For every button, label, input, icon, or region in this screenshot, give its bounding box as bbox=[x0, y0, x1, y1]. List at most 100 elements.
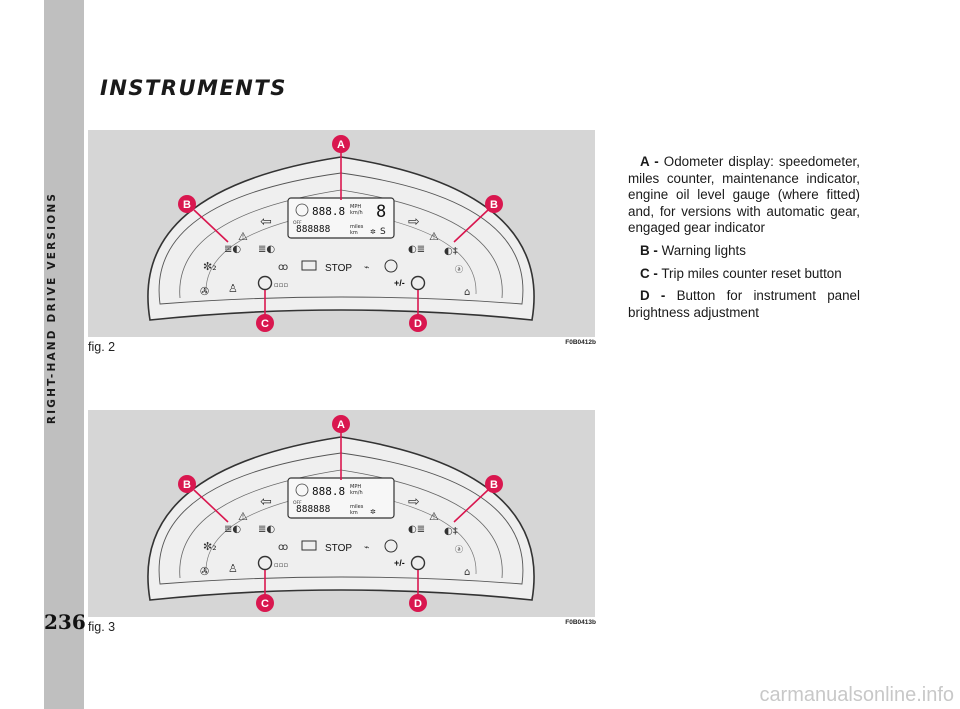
brake-icon bbox=[384, 539, 398, 553]
legend-key: D - bbox=[640, 288, 666, 304]
svg-text:C: C bbox=[261, 318, 269, 330]
brightness-button bbox=[410, 555, 426, 571]
engine-icon: ⌂ bbox=[464, 287, 470, 298]
section-title: INSTRUMENTS bbox=[100, 76, 287, 100]
trip-reset-button bbox=[257, 275, 273, 291]
callout-c: C bbox=[256, 594, 274, 612]
rear-fog-icon: ◐‡ bbox=[444, 526, 458, 537]
figure-2-label: fig. 2 bbox=[88, 340, 116, 354]
lcd-unit-mph: MPH bbox=[350, 204, 361, 210]
side-title-text: RIGHT-HAND DRIVE VERSIONS bbox=[46, 191, 58, 425]
abs-icon: ⓐ bbox=[455, 265, 463, 274]
lcd-unit-miles: miles bbox=[350, 504, 364, 510]
legend-item-c: C - Trip miles counter reset button bbox=[628, 266, 860, 283]
lcd-gauge-icon bbox=[295, 203, 309, 217]
oil-pressure-icon: ⌁ bbox=[364, 543, 369, 553]
main-beam-icon: ≣◐ bbox=[258, 244, 275, 255]
engine-icon: ⌂ bbox=[464, 567, 470, 578]
figure-3-code: F0B0413b bbox=[565, 619, 596, 626]
legend-item-d: D - Button for instrument panel brightne… bbox=[628, 288, 860, 321]
stop-warning: STOP bbox=[325, 263, 352, 274]
lcd-unit-km: km bbox=[350, 510, 358, 516]
watermark: carmanualsonline.info bbox=[759, 684, 954, 706]
dial-inner-rim bbox=[158, 172, 524, 305]
callout-c: C bbox=[256, 314, 274, 332]
figure-2-code: F0B0412b bbox=[565, 339, 596, 346]
legend-text: Warning lights bbox=[661, 242, 746, 258]
brightness-label: +/- bbox=[394, 558, 405, 568]
legend-key: B - bbox=[640, 242, 658, 258]
turn-left-icon: ⇦ bbox=[260, 494, 272, 510]
svg-text:B: B bbox=[183, 199, 191, 211]
svg-text:C: C bbox=[261, 598, 269, 610]
svg-text:B: B bbox=[183, 479, 191, 491]
legend: A - Odometer display: speedometer, miles… bbox=[628, 154, 860, 327]
warning-triangle-icon: ⚠ bbox=[238, 230, 248, 243]
abs-icon: ⓐ bbox=[455, 545, 463, 554]
figure-3: OFF 888.8 MPH km/h 888888 miles km ✲ ⇦ ⇨… bbox=[88, 410, 595, 617]
legend-item-a: A - Odometer display: speedometer, miles… bbox=[628, 154, 860, 237]
lcd-gauge-icon bbox=[295, 483, 309, 497]
trip-reset-label: ▫▫▫ bbox=[274, 281, 288, 289]
lcd-unit-mph: MPH bbox=[350, 484, 361, 490]
front-fog-icon: ◐≣ bbox=[408, 244, 425, 255]
oil-pressure-icon: ⌁ bbox=[364, 263, 369, 273]
lcd-odometer: 888888 bbox=[296, 504, 331, 515]
lcd-gear-letter: S bbox=[380, 227, 386, 237]
glow-plug-icon: ꝏ bbox=[278, 262, 288, 273]
callout-d: D bbox=[409, 314, 427, 332]
turn-right-icon: ⇨ bbox=[408, 214, 420, 230]
page-number: 236 bbox=[44, 610, 86, 634]
dipped-beam-icon: ≣◐ bbox=[224, 524, 241, 535]
airbag-icon: ✇ bbox=[200, 565, 209, 578]
svg-text:D: D bbox=[414, 318, 422, 330]
front-fog-icon: ◐≣ bbox=[408, 524, 425, 535]
lcd-unit-kmh: km/h bbox=[350, 490, 363, 496]
dial-inner-rim bbox=[158, 452, 524, 585]
turn-left-icon: ⇦ bbox=[260, 214, 272, 230]
lcd-gear: 8 bbox=[376, 202, 386, 222]
svg-text:B: B bbox=[490, 199, 498, 211]
brightness-button bbox=[410, 275, 426, 291]
callout-b-left: B bbox=[178, 195, 196, 213]
legend-item-b: B - Warning lights bbox=[628, 243, 860, 260]
rear-fog-icon: ◐‡ bbox=[444, 246, 458, 257]
glow-plug-icon: ꝏ bbox=[278, 542, 288, 553]
legend-text: Odometer display: speedometer, miles cou… bbox=[628, 154, 860, 236]
svg-text:A: A bbox=[337, 419, 345, 431]
legend-text: Button for instrument panel brightness a… bbox=[628, 288, 860, 320]
svg-text:D: D bbox=[414, 598, 422, 610]
lcd-odometer: 888888 bbox=[296, 224, 331, 235]
warning-triangle-icon: ⚠ bbox=[238, 510, 248, 523]
trip-reset-button bbox=[257, 555, 273, 571]
battery-icon bbox=[301, 540, 317, 551]
hazard-icon: ⚠ bbox=[429, 230, 439, 243]
brake-icon bbox=[384, 259, 398, 273]
lcd-gear-icon: ✲ bbox=[370, 228, 376, 236]
callout-b-right: B bbox=[485, 475, 503, 493]
callout-b-right: B bbox=[485, 195, 503, 213]
svg-text:B: B bbox=[490, 479, 498, 491]
turn-right-icon: ⇨ bbox=[408, 494, 420, 510]
legend-text: Trip miles counter reset button bbox=[661, 265, 842, 281]
seatbelt-icon: ♙ bbox=[228, 562, 238, 575]
figure-2: OFF 888.8 MPH km/h 8 888888 miles km ✲ S… bbox=[88, 130, 595, 337]
stop-warning: STOP bbox=[325, 543, 352, 554]
battery-icon bbox=[301, 260, 317, 271]
lcd-gear-icon: ✲ bbox=[370, 508, 376, 516]
callout-a: A bbox=[332, 135, 350, 153]
airbag-passenger-icon: ✼₂ bbox=[203, 540, 217, 553]
trip-reset-label: ▫▫▫ bbox=[274, 561, 288, 569]
lcd-unit-miles: miles bbox=[350, 224, 364, 230]
side-bar bbox=[44, 0, 84, 709]
lcd-off: OFF bbox=[293, 500, 302, 506]
lcd-unit-km: km bbox=[350, 230, 358, 236]
hazard-icon: ⚠ bbox=[429, 510, 439, 523]
main-beam-icon: ≣◐ bbox=[258, 524, 275, 535]
brightness-label: +/- bbox=[394, 278, 405, 288]
legend-key: A - bbox=[640, 154, 659, 169]
instrument-panel-diagram: OFF 888.8 MPH km/h 8 888888 miles km ✲ S… bbox=[147, 135, 535, 332]
lcd-off: OFF bbox=[293, 220, 302, 226]
airbag-icon: ✇ bbox=[200, 285, 209, 298]
dipped-beam-icon: ≣◐ bbox=[224, 244, 241, 255]
